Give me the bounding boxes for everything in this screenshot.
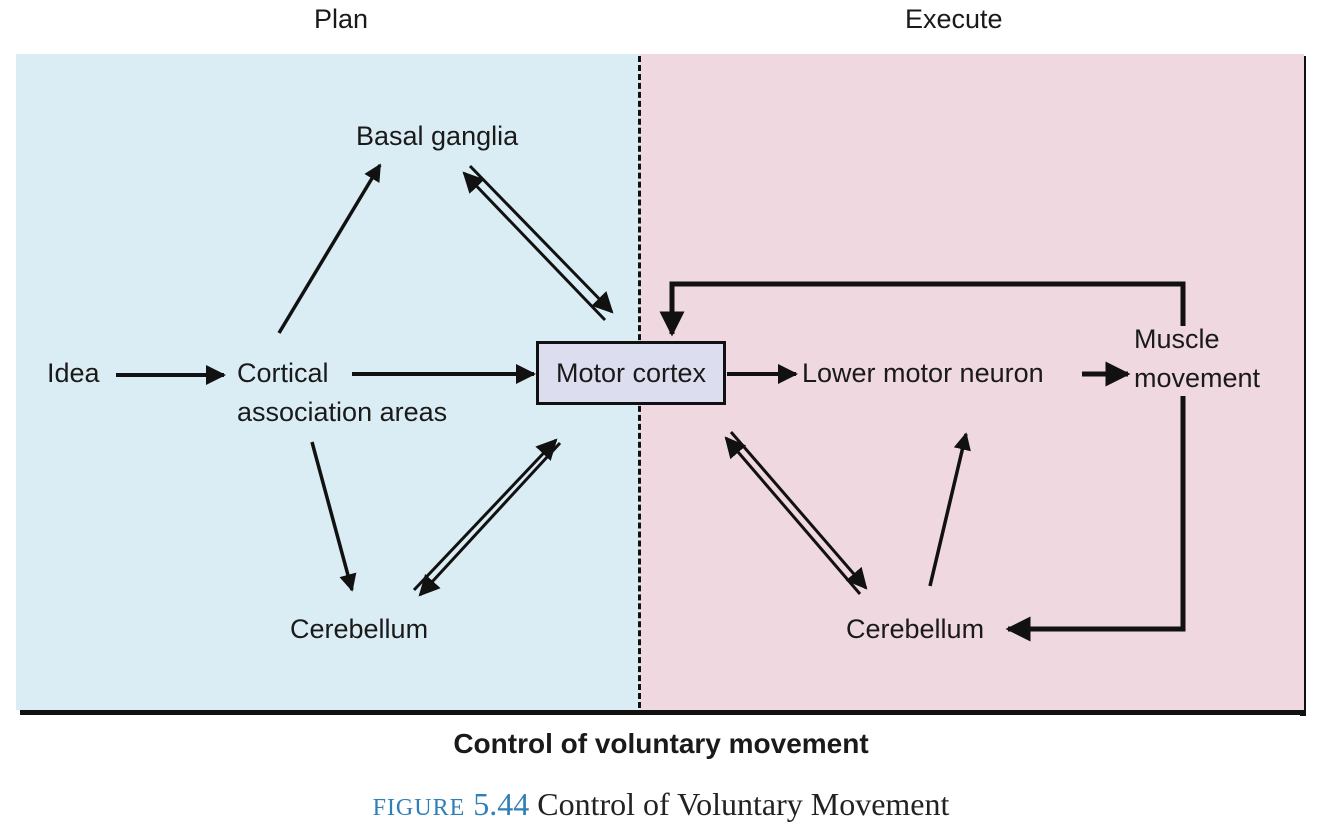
node-idea: Idea <box>47 358 100 388</box>
plan-header: Plan <box>314 4 369 34</box>
arrow-motor-to-cerebellum-exec <box>729 431 868 590</box>
figure-title: Control of Voluntary Movement <box>537 786 950 822</box>
panel-shadow-bottom <box>20 708 1306 715</box>
node-muscle-line2: movement <box>1134 363 1261 393</box>
arrow-basal-to-motor <box>468 164 614 314</box>
arrow-motor-to-basal <box>462 171 607 322</box>
node-motor-cortex: Motor cortex <box>536 341 726 405</box>
arrow-cortical-to-basal <box>277 163 382 334</box>
node-cerebellum-plan: Cerebellum <box>290 614 429 644</box>
arrow-cerebellum-to-motor <box>412 438 558 592</box>
execute-panel <box>640 54 1304 710</box>
node-basal-ganglia: Basal ganglia <box>356 121 519 151</box>
node-cortical-line2: association areas <box>237 397 448 427</box>
node-lower-motor-neuron: Lower motor neuron <box>802 358 1044 388</box>
arrow-motor-to-cerebellum <box>418 441 562 597</box>
arrow-muscle-feedback-to-motor <box>659 281 1186 337</box>
node-muscle-line1: Muscle <box>1134 324 1220 354</box>
execute-header: Execute <box>905 4 1003 34</box>
arrow-cerebellum-exec-to-motor <box>724 436 862 595</box>
node-cerebellum-execute: Cerebellum <box>846 614 985 644</box>
node-cortical-line1: Cortical <box>237 358 329 388</box>
diagram-caption: Control of voluntary movement <box>453 728 869 759</box>
arrow-muscle-to-cerebellum-exec <box>1005 396 1186 642</box>
figure-number: 5.44 <box>473 786 530 822</box>
figure-caption: FIGURE 5.44 Control of Voluntary Movemen… <box>0 786 1322 823</box>
arrow-cortical-to-cerebellum <box>310 441 357 592</box>
motor-cortex-label: Motor cortex <box>555 357 707 388</box>
arrow-cerebellum-exec-to-lmn <box>928 432 971 587</box>
figure-label: FIGURE <box>372 795 466 821</box>
